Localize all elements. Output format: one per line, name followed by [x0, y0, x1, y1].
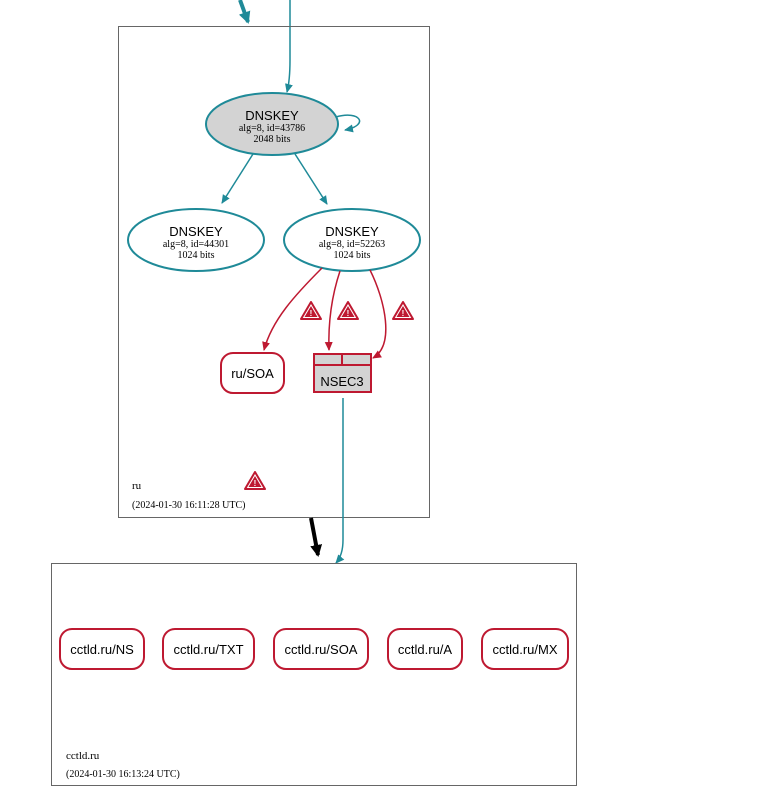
ds-edge-to-ksk	[285, 0, 293, 93]
svg-text:!: !	[402, 309, 405, 318]
dnskey-bits: 2048 bits	[254, 134, 291, 145]
rrsig-edge-ksk-to-52263	[294, 153, 328, 205]
svg-text:!: !	[347, 309, 350, 318]
zone-cctld-ru: cctld.ru (2024-01-30 16:13:24 UTC)	[51, 563, 577, 786]
rrset-label: cctld.ru/NS	[70, 642, 134, 657]
dnskey-node-43786[interactable]: DNSKEY alg=8, id=43786 2048 bits	[205, 92, 339, 156]
dnskey-alg-id: alg=8, id=44301	[163, 239, 229, 250]
dnskey-alg-id: alg=8, id=43786	[239, 123, 305, 134]
zone-cctld-label: cctld.ru	[66, 750, 100, 762]
dnskey-alg-id: alg=8, id=52263	[319, 239, 385, 250]
rrset-label: cctld.ru/A	[398, 642, 453, 657]
edge-warning-icon[interactable]: !	[337, 301, 359, 320]
delegation-edge-ru-to-cctld	[309, 517, 323, 557]
dnskey-bits: 1024 bits	[178, 250, 215, 261]
dnskey-title: DNSKEY	[325, 224, 379, 239]
zone-ru: ru (2024-01-30 16:11:28 UTC) !	[118, 26, 430, 518]
rrset-label: ru/SOA	[231, 366, 274, 381]
rrsig-edge-52263-to-nsec3-a	[324, 270, 341, 351]
dnskey-node-52263[interactable]: DNSKEY alg=8, id=52263 1024 bits	[283, 208, 421, 272]
dnskey-title: DNSKEY	[245, 108, 299, 123]
rrset-node-ru-soa[interactable]: ru/SOA	[220, 352, 285, 394]
nsec3-node[interactable]: NSEC3	[313, 353, 372, 393]
edge-warning-icon[interactable]: !	[392, 301, 414, 320]
dnskey-title: DNSKEY	[169, 224, 223, 239]
dnskey-node-44301[interactable]: DNSKEY alg=8, id=44301 1024 bits	[127, 208, 265, 272]
ksk-self-sign-edge	[335, 114, 361, 133]
rrset-label: cctld.ru/MX	[492, 642, 557, 657]
dnskey-bits: 1024 bits	[334, 250, 371, 261]
rrset-label: cctld.ru/TXT	[173, 642, 243, 657]
parent-delegation-edge	[238, 0, 251, 24]
rrset-label: cctld.ru/SOA	[285, 642, 358, 657]
rrsig-edge-52263-to-nsec3-b	[369, 269, 387, 359]
svg-text:!: !	[310, 309, 313, 318]
rrset-node-cctld-soa[interactable]: cctld.ru/SOA	[273, 628, 369, 670]
zone-ru-timestamp: (2024-01-30 16:11:28 UTC)	[132, 500, 246, 511]
rrset-node-cctld-mx[interactable]: cctld.ru/MX	[481, 628, 569, 670]
zone-ru-label: ru	[132, 480, 142, 492]
zone-ru-warning-icon[interactable]: !	[244, 471, 266, 490]
nsec3-label: NSEC3	[320, 374, 363, 389]
rrset-node-cctld-ns[interactable]: cctld.ru/NS	[59, 628, 145, 670]
rrset-node-cctld-a[interactable]: cctld.ru/A	[387, 628, 463, 670]
rrsig-edge-52263-to-ru-soa	[262, 267, 323, 351]
nsec3-proof-edge	[335, 398, 345, 564]
svg-text:!: !	[254, 479, 257, 488]
edge-warning-icon[interactable]: !	[300, 301, 322, 320]
zone-cctld-timestamp: (2024-01-30 16:13:24 UTC)	[66, 769, 180, 780]
rrset-node-cctld-txt[interactable]: cctld.ru/TXT	[162, 628, 255, 670]
rrsig-edge-ksk-to-44301	[221, 153, 254, 204]
